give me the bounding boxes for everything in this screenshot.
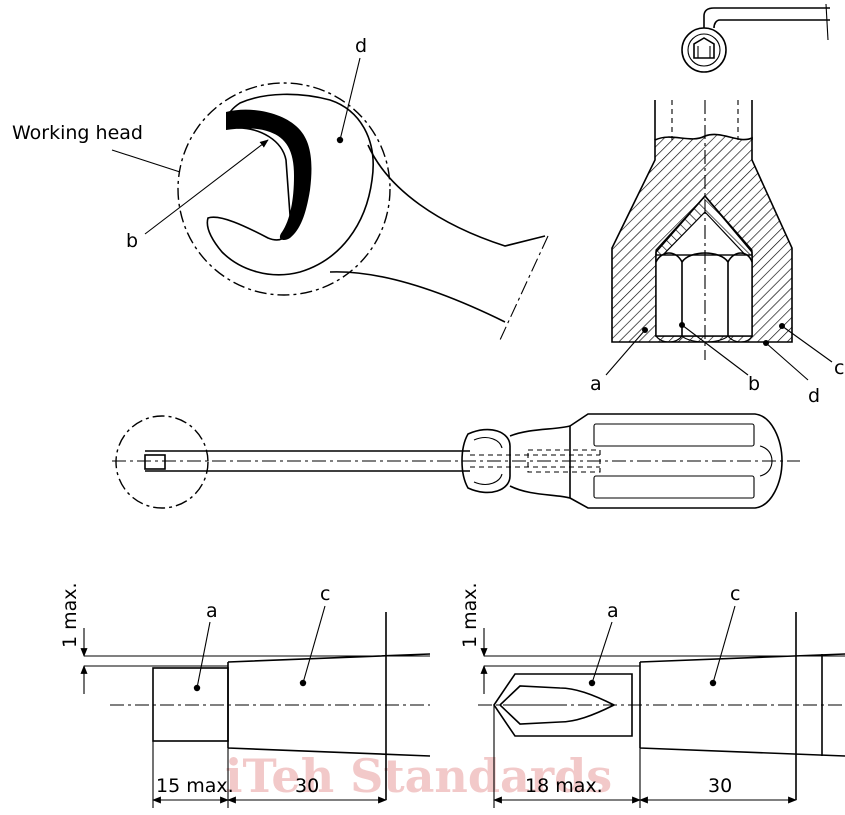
flat-dim-1max: 1 max. xyxy=(59,582,81,648)
wrench-jaw-face xyxy=(226,109,312,241)
wrench-leader-b xyxy=(144,139,269,235)
screwdriver-handle-flute-top xyxy=(593,423,755,447)
screwdriver-tip-circle xyxy=(115,415,209,509)
cross-blade-detail: 1 max. 18 max. 30 a c xyxy=(459,582,845,808)
flat-dim-30: 30 xyxy=(295,775,319,797)
socket-label-c: c xyxy=(834,357,844,379)
cross-dim-18max: 18 max. xyxy=(525,775,603,797)
cross-dim-30: 30 xyxy=(708,775,732,797)
flat-dim-15max: 15 max. xyxy=(156,775,234,797)
wrench-leader-d xyxy=(339,57,361,141)
working-head-circle xyxy=(177,82,391,296)
cross-shaft-zone-c xyxy=(639,653,845,757)
socket-leader-d xyxy=(765,342,809,381)
cross-tip-flute xyxy=(498,685,616,725)
watermark-text: iTeh Standards xyxy=(225,749,612,803)
screwdriver-handle xyxy=(569,413,783,509)
flat-leader-c xyxy=(302,605,326,684)
screwdriver-drawing xyxy=(112,413,800,509)
cross-label-c: c xyxy=(730,583,740,605)
wrench-jaw-outline xyxy=(206,93,374,276)
socket-label-d: d xyxy=(808,385,820,407)
flat-label-a: a xyxy=(206,600,218,622)
cross-dim-1max: 1 max. xyxy=(459,582,481,648)
flat-label-c: c xyxy=(320,583,330,605)
wrench-label-d: d xyxy=(355,35,367,57)
wrench-dot-d xyxy=(336,136,344,144)
socket-label-a: a xyxy=(590,373,602,395)
working-head-label: Working head xyxy=(12,122,143,144)
flat-blade-detail: 1 max. 15 max. 30 a c xyxy=(59,582,431,808)
flat-leader-a xyxy=(196,621,211,689)
screwdriver-handle-end xyxy=(759,445,773,477)
screwdriver-hidden-socket xyxy=(527,449,601,473)
socket-leader-b xyxy=(681,324,749,376)
wrench-shank-top xyxy=(367,144,546,247)
screwdriver-ferrule xyxy=(461,428,511,494)
socket-leader-c xyxy=(781,325,833,363)
socket-flutes xyxy=(655,252,753,343)
wrench-drawing: Working head b d xyxy=(12,35,549,341)
wrench-leader-working-head xyxy=(111,149,181,173)
screwdriver-neck xyxy=(509,424,571,500)
cross-leader-a xyxy=(591,621,613,684)
screwdriver-tip xyxy=(144,454,166,470)
wrench-shank-bottom xyxy=(329,271,506,323)
screwdriver-handle-flute-bottom xyxy=(593,475,755,499)
cross-leader-c xyxy=(712,605,736,684)
cross-tip-zone-a xyxy=(493,673,633,737)
flat-shaft-zone-c xyxy=(227,653,431,757)
socket-drawing: a b d c xyxy=(590,3,844,407)
socket-leader-a xyxy=(605,329,646,376)
socket-label-b: b xyxy=(748,373,760,395)
key-icon xyxy=(681,3,830,73)
wrench-label-b: b xyxy=(126,230,138,252)
wrench-break-line xyxy=(499,235,549,341)
screwdriver-ferrule-detail xyxy=(473,437,503,485)
cross-label-a: a xyxy=(607,600,619,622)
